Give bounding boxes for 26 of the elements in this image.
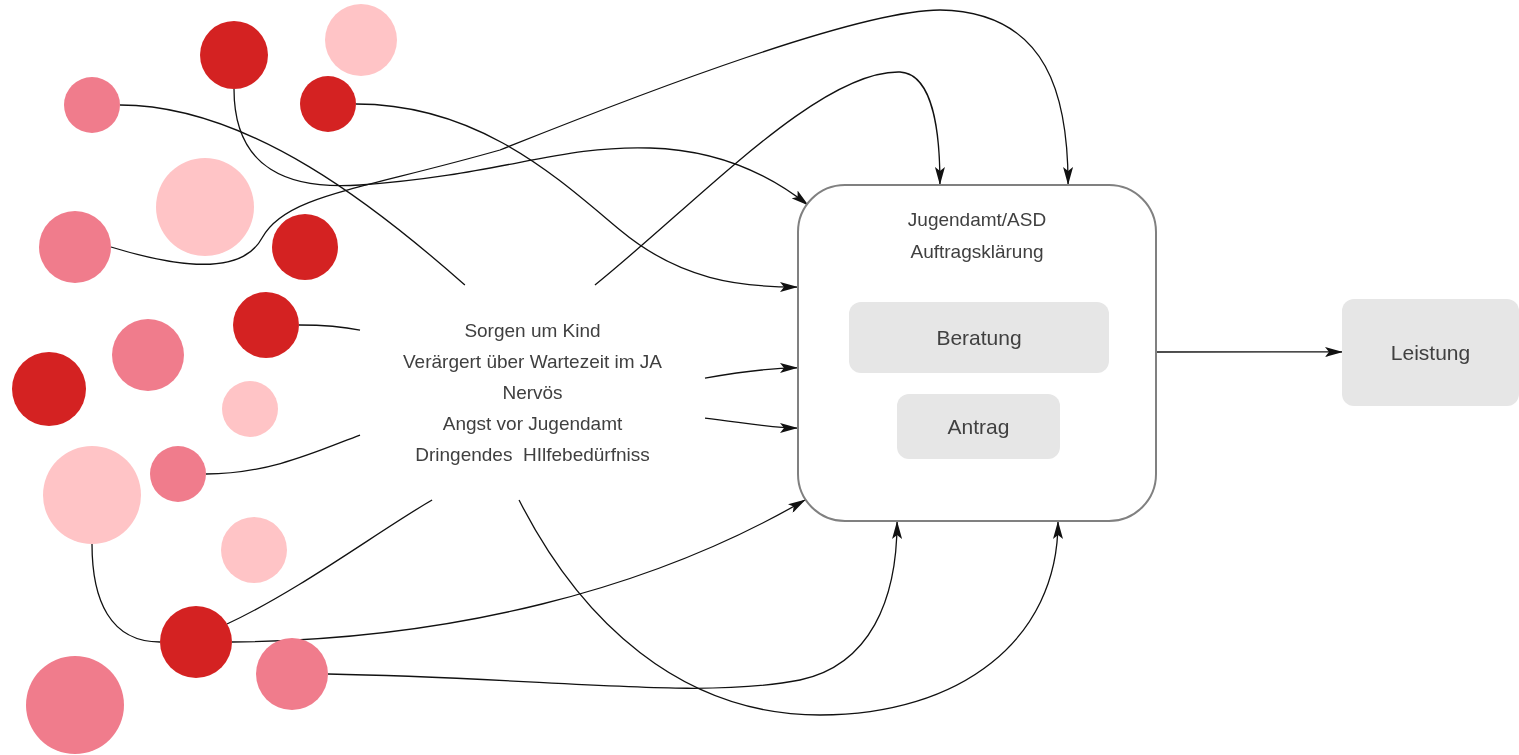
connector-line [298, 324, 361, 331]
container-heading: Auftragsklärung [910, 240, 1044, 264]
connector-line [226, 499, 433, 625]
concern-text: Sorgen um Kind [464, 319, 601, 343]
arrow [1156, 347, 1343, 357]
arrow [110, 9, 1073, 265]
arrow [704, 417, 798, 433]
concern-text: Angst vor Jugendamt [442, 412, 623, 436]
arrow [233, 88, 809, 206]
concern-text: Verärgert über Wartezeit im JA [402, 350, 663, 374]
container-heading: Jugendamt/ASD [907, 208, 1047, 232]
process-box: Beratung [849, 302, 1109, 373]
concern-text: Nervös [502, 381, 563, 405]
arrow [594, 71, 945, 286]
connector-line [91, 543, 161, 643]
connector-line [205, 434, 361, 475]
concern-text: Dringendes HIlfebedürfniss [415, 443, 650, 467]
arrow [327, 521, 902, 689]
arrow [355, 103, 798, 292]
process-box: Antrag [897, 394, 1060, 459]
connector-line [119, 104, 466, 286]
process-container [797, 184, 1157, 522]
process-box: Leistung [1342, 299, 1519, 406]
arrow [518, 499, 1062, 716]
arrow [704, 363, 798, 379]
arrow [231, 499, 806, 643]
